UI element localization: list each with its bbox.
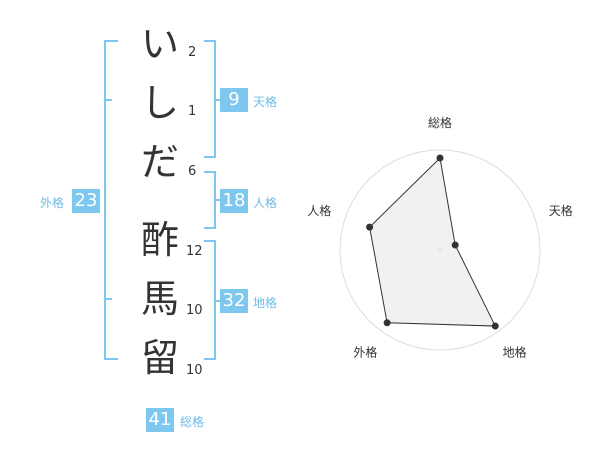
soukaku-label: 総格 — [180, 415, 205, 429]
chikaku-label: 地格 — [253, 296, 278, 310]
name-char-6: 留 — [140, 336, 179, 380]
gaikaku-value: 23 — [72, 189, 100, 213]
chikaku-value: 32 — [220, 289, 248, 313]
radar-point-5 — [366, 223, 374, 231]
name-char-1: い — [140, 22, 179, 66]
stroke-count-4: 12 — [186, 244, 203, 259]
radar-point-1 — [436, 154, 444, 162]
radar-axis-label-5: 人格 — [307, 203, 331, 218]
stroke-count-2: 1 — [188, 104, 197, 119]
jinkaku-value: 18 — [220, 189, 248, 213]
name-char-5: 馬 — [140, 277, 179, 321]
radar-area — [369, 156, 497, 327]
tenkaku-label: 天格 — [253, 95, 278, 109]
radar-point-4 — [383, 319, 391, 327]
radar-axis-label-4: 外格 — [353, 345, 377, 360]
radar-point-3 — [491, 322, 499, 330]
radar-axis-label-2: 天格 — [549, 203, 573, 218]
stroke-count-5: 10 — [186, 303, 203, 318]
name-char-4: 酢 — [140, 218, 179, 262]
radar-point-2 — [451, 241, 459, 249]
soukaku-value: 41 — [146, 408, 174, 432]
stroke-count-3: 6 — [188, 164, 197, 179]
radar-axis-label-3: 地格 — [503, 345, 527, 360]
gaikaku-label: 外格 — [40, 196, 65, 210]
radar-axis-label-1: 総格 — [428, 115, 452, 130]
jinkaku-label: 人格 — [253, 196, 278, 210]
stroke-count-1: 2 — [188, 45, 197, 60]
name-char-2: し — [140, 81, 179, 125]
name-char-3: だ — [140, 140, 179, 184]
stroke-count-6: 10 — [186, 363, 203, 378]
tenkaku-value: 9 — [220, 88, 248, 112]
